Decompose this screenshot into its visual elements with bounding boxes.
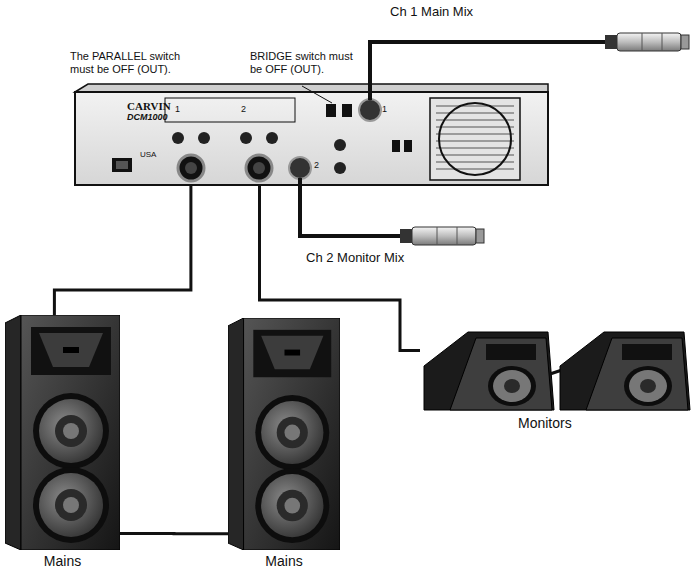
main-speaker: Mains (5, 315, 120, 550)
speaker-cabinet (228, 318, 340, 550)
note: BRIDGE switch must be OFF (OUT). (250, 50, 358, 76)
input-label: Ch 2 Monitor Mix (306, 250, 404, 266)
channel-number: 1 (175, 104, 180, 115)
xlr-plug (400, 33, 689, 245)
channel-number: 1 (382, 104, 387, 115)
main-speaker: Mains (228, 318, 340, 550)
channel-number: 2 (241, 104, 246, 115)
channel-number: 2 (314, 160, 319, 171)
leader-line (302, 86, 332, 103)
input-cable (300, 42, 605, 236)
speaker-cabinet (5, 315, 120, 550)
model-name: DCM1000 (127, 112, 168, 123)
speaker-label: Monitors (516, 415, 574, 431)
input-label: Ch 1 Main Mix (390, 4, 473, 20)
speaker-cable (120, 532, 228, 535)
amplifier-panel (75, 84, 548, 185)
monitor-speakers: Monitors (420, 330, 692, 412)
monitor-wedges (420, 330, 692, 412)
amplifier: CARVINDCM1000 (75, 92, 548, 185)
brand-name: CARVIN (127, 100, 171, 112)
panel-text: USA (140, 150, 156, 160)
speaker-cable (54, 185, 191, 315)
note: The PARALLEL switch must be OFF (OUT). (70, 50, 198, 76)
speaker-label: Mains (263, 553, 304, 569)
speaker-label: Mains (42, 553, 83, 569)
